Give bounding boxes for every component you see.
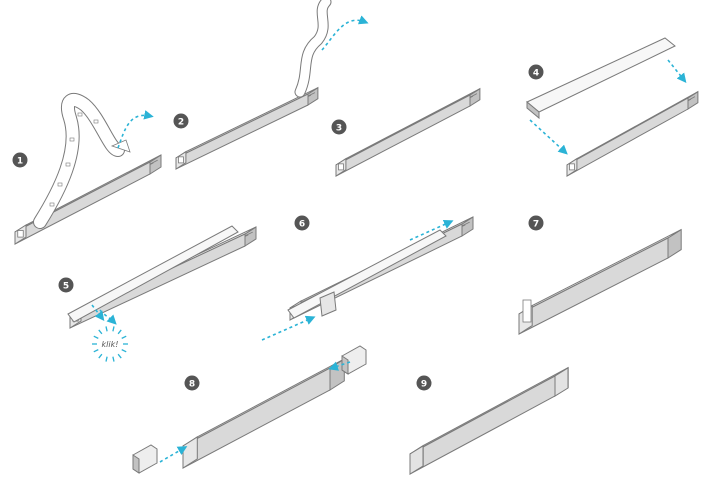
burst-ray [121, 349, 127, 353]
backing-tape [295, 0, 331, 97]
profile-front-face [182, 367, 331, 469]
step-number: 6 [299, 219, 305, 229]
click-label: klik! [102, 340, 119, 349]
dotted-arrow-icon [99, 309, 117, 325]
profile-slot [569, 163, 575, 171]
end-cap-icon [341, 345, 367, 375]
backing-tape [110, 139, 131, 153]
step-number: 2 [178, 117, 184, 127]
dotted-arrow-icon [159, 446, 188, 463]
step-2: 2 [173, 0, 369, 170]
dotted-arrow-icon [321, 15, 369, 51]
led-chip [93, 119, 99, 124]
cover-strip-end [526, 100, 540, 120]
cover-strip [67, 225, 239, 323]
burst-ray [98, 353, 103, 359]
burst-ray [93, 349, 99, 353]
step-badge-circle [528, 215, 544, 231]
step-number: 8 [189, 379, 195, 389]
step-badge-circle [173, 113, 189, 129]
step-7: 7 [518, 215, 682, 335]
cover-end [319, 291, 337, 317]
step-badge: 1 [12, 152, 28, 168]
profile-front-face [335, 94, 471, 177]
end-cap-face [132, 454, 140, 474]
cover-strip [526, 37, 676, 113]
step-badge-circle [184, 375, 200, 391]
step-3: 3 [331, 87, 481, 177]
profile-front-face [566, 97, 689, 177]
led-chip [49, 202, 55, 207]
dotted-arrow-icon [91, 304, 105, 322]
step-badge: 7 [528, 215, 544, 231]
step-4: 4 [526, 37, 699, 177]
burst-ray [112, 356, 115, 362]
click-burst-icon: klik! [92, 326, 128, 362]
end-cap-icon [554, 367, 569, 397]
end-cap-icon [409, 445, 424, 475]
dotted-arrow-icon [667, 59, 687, 83]
led-chip [77, 112, 83, 117]
step-number: 9 [421, 379, 427, 389]
burst-ray [121, 335, 127, 339]
profile-opening [522, 299, 532, 323]
dotted-arrow-icon [261, 315, 316, 341]
profile-front-face [14, 161, 151, 245]
dotted-arrow-icon [529, 119, 568, 155]
step-number: 4 [533, 68, 539, 78]
burst-ray [98, 329, 103, 335]
step-badge-circle [294, 215, 310, 231]
end-cap-icon [132, 444, 158, 474]
step-number: 7 [533, 219, 539, 229]
profile-front-face [409, 375, 556, 475]
burst-ray [93, 335, 99, 339]
step-badge: 4 [528, 64, 544, 80]
profile-slot [178, 156, 184, 164]
led-chip [65, 162, 71, 167]
led-chip [57, 182, 63, 187]
step-badge: 5 [58, 277, 74, 293]
step-badge-circle [58, 277, 74, 293]
step-badge: 9 [416, 375, 432, 391]
dotted-arrow-icon [409, 219, 454, 241]
profile-slot [17, 230, 24, 238]
cover-strip [287, 229, 447, 319]
step-5: 5 klik! [58, 225, 257, 362]
profile-front-face [175, 93, 309, 170]
burst-ray [112, 326, 115, 332]
profile-front-face [518, 237, 669, 335]
step-badge: 8 [184, 375, 200, 391]
step-9: 9 [409, 366, 569, 475]
step-badge: 2 [173, 113, 189, 129]
step-1: 1 [12, 93, 162, 245]
led-strip [34, 93, 124, 228]
profile-front-face [69, 233, 246, 329]
step-badge-circle [331, 119, 347, 135]
step-badge: 3 [331, 119, 347, 135]
step-8: 8 [132, 345, 367, 474]
profile-slot [338, 163, 344, 171]
step-badge-circle [528, 64, 544, 80]
step-6: 6 [261, 215, 474, 341]
step-badge: 6 [294, 215, 310, 231]
step-number: 1 [17, 156, 23, 166]
led-chip [69, 137, 75, 142]
step-badge-circle [12, 152, 28, 168]
burst-ray [117, 329, 122, 335]
burst-ray [105, 356, 108, 362]
profile-left-end [182, 435, 198, 469]
step-badge-circle [416, 375, 432, 391]
burst-ray [117, 353, 122, 359]
step-number: 3 [336, 123, 342, 133]
burst-ray [105, 326, 108, 332]
step-number: 5 [63, 281, 69, 291]
